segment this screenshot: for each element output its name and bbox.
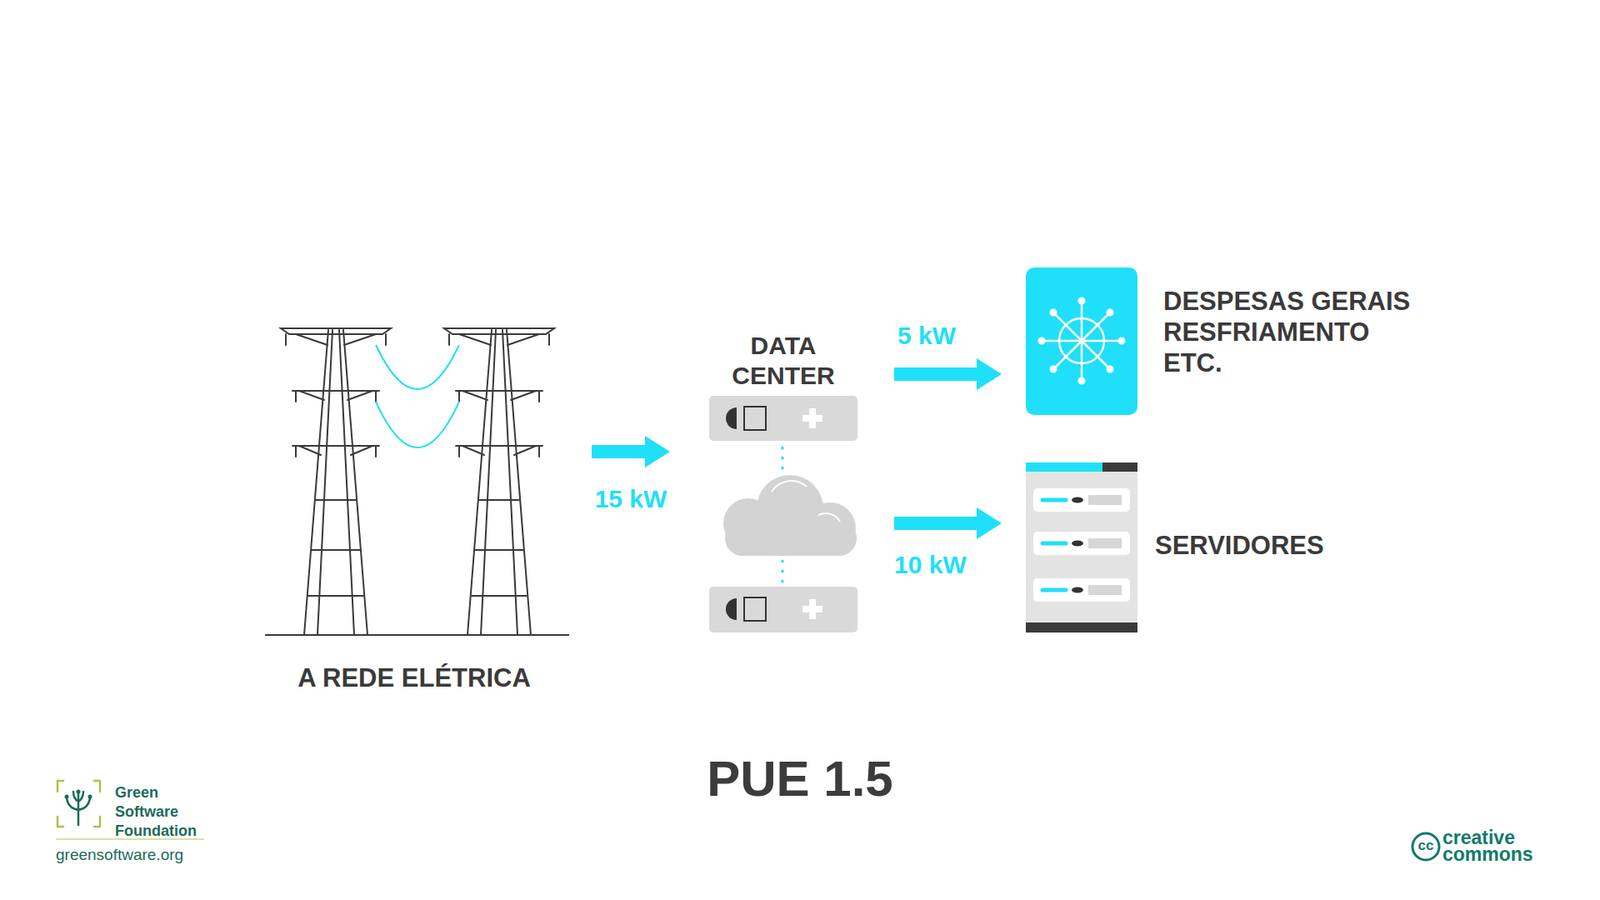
cooling-icon: DESPESAS GERAIS RESFRIAMENTO ETC. — [1025, 267, 1138, 415]
power-value: 10 kW — [894, 550, 967, 580]
power-grid: A REDE ELÉTRICA — [265, 328, 570, 635]
cc-mark: cc — [1418, 838, 1435, 854]
logo-text: Green Software Foundation — [115, 783, 205, 841]
grid-label: A REDE ELÉTRICA — [297, 662, 531, 695]
data-center: DATA CENTER — [709, 330, 858, 633]
pue-caption: PUE 1.5 — [706, 750, 893, 809]
overhead-label: DESPESAS GERAIS RESFRIAMENTO ETC. — [1163, 285, 1424, 379]
power-value: 5 kW — [897, 320, 956, 351]
data-center-label: DATA CENTER — [716, 330, 850, 391]
power-value: 15 kW — [595, 484, 668, 515]
power-arrow — [591, 435, 670, 468]
power-arrow — [894, 507, 1002, 540]
cc-wordmark: creative commons — [1442, 829, 1523, 863]
servers-label: SERVIDORES — [1155, 530, 1325, 562]
website-url: greensoftware.org — [55, 845, 184, 865]
server-rack: SERVIDORES — [1025, 462, 1138, 633]
power-arrow — [894, 358, 1002, 390]
